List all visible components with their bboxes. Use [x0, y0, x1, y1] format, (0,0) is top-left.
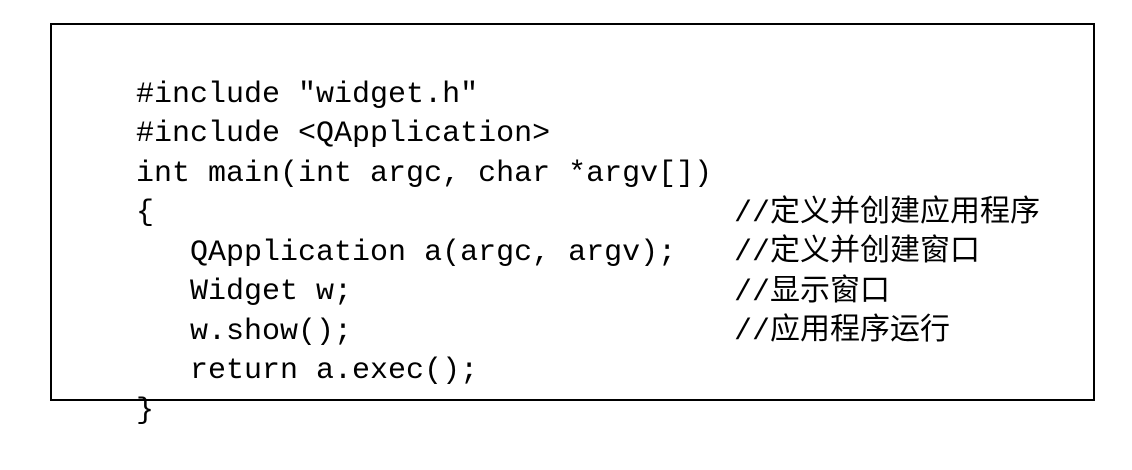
- code-line-widget: Widget w; //定义并创建窗口: [64, 234, 980, 309]
- code-comment: //应用程序运行: [734, 315, 951, 349]
- code-line-include-qapplication: #include <QApplication>: [64, 76, 550, 151]
- code-line-include-widget: #include "widget.h": [64, 37, 478, 112]
- code-line-qapplication: QApplication a(argc, argv); //定义并创建应用程序: [64, 195, 1040, 270]
- code-text: int main(int argc, char *argv[]): [136, 157, 713, 191]
- code-listing: #include "widget.h" #include <QApplicati…: [50, 23, 1095, 428]
- code-text: #include "widget.h": [136, 78, 479, 112]
- code-comment: //定义并创建窗口: [734, 236, 981, 270]
- code-text: w.show();: [136, 315, 353, 349]
- code-line-open-brace: {: [64, 155, 154, 230]
- code-text: QApplication a(argc, argv);: [136, 236, 677, 270]
- code-text: return a.exec();: [136, 354, 479, 388]
- code-line-close-brace: }: [64, 353, 154, 428]
- code-comment: //定义并创建应用程序: [734, 197, 1041, 231]
- code-line-show: w.show(); //显示窗口: [64, 274, 890, 349]
- code-text: }: [136, 394, 155, 428]
- code-comment: //显示窗口: [734, 276, 891, 310]
- code-text: Widget w;: [136, 275, 353, 309]
- code-text: {: [136, 196, 155, 230]
- code-line-return: return a.exec(); //应用程序运行: [64, 313, 950, 388]
- code-text: #include <QApplication>: [136, 117, 551, 151]
- code-line-main-signature: int main(int argc, char *argv[]): [64, 116, 712, 191]
